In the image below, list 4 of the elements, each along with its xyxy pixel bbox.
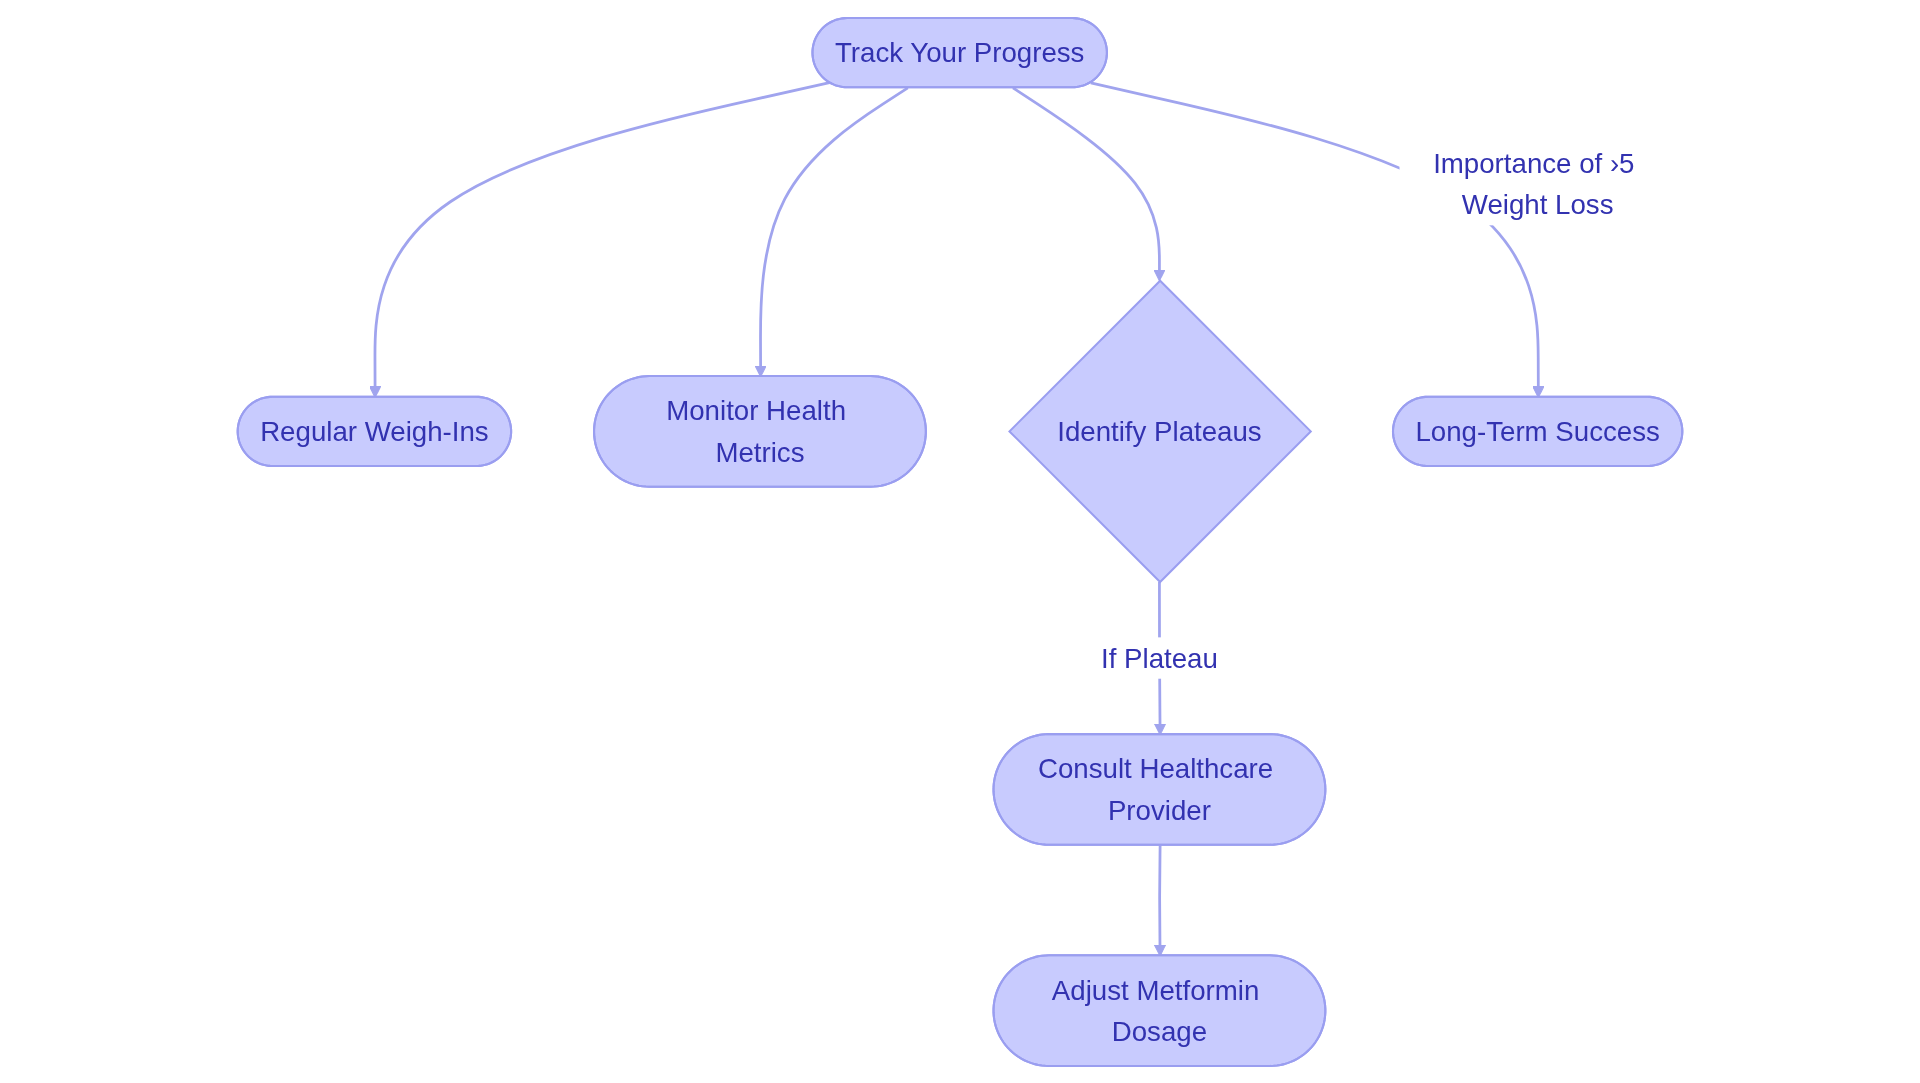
arrow [1012, 86, 1166, 281]
node-diamond: Identify Plateaus [1008, 278, 1313, 583]
edge-label: If Plateau [1101, 642, 1218, 673]
edge-label: Importance of ›5 Weight Loss [1433, 147, 1635, 220]
